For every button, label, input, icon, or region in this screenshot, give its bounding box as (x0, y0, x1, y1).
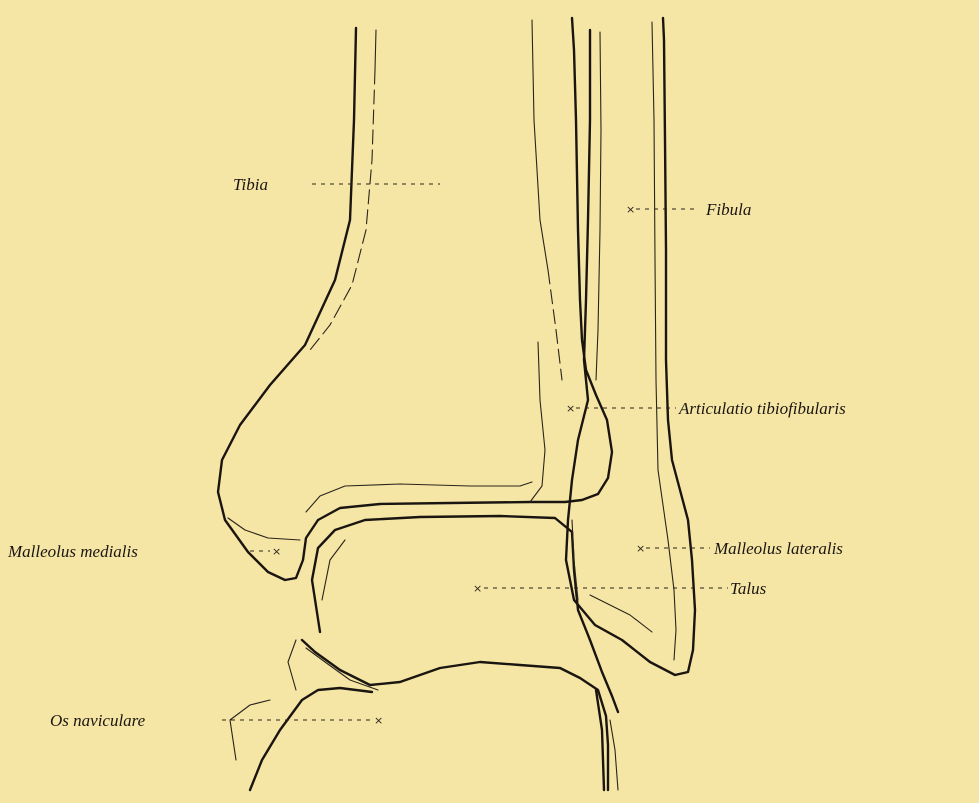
tibia-lateral-cortex-dashed (548, 270, 562, 380)
fibula-medial-edge (566, 18, 695, 675)
labels: Tibia Fibula Articulatio tibiofibularis … (7, 175, 846, 730)
fibula-inner-cortex (596, 32, 601, 380)
tibia-medial-malleolus-line (228, 518, 300, 540)
talus-neck (302, 640, 608, 790)
label-malleolus-medialis: Malleolus medialis (7, 542, 138, 561)
tibia-medial-edge (218, 18, 612, 580)
label-fibula: Fibula (705, 200, 751, 219)
label-os-naviculare: Os naviculare (50, 711, 146, 730)
os-naviculare-marker: × (374, 714, 383, 727)
talus-outline (302, 516, 618, 790)
label-talus: Talus (730, 579, 767, 598)
talus-inner-line (322, 540, 345, 600)
navicular-lower (288, 640, 296, 690)
articulatio-marker: × (566, 402, 575, 415)
tibia-lateral-cortex (532, 20, 548, 270)
label-articulatio: Articulatio tibiofibularis (678, 399, 846, 418)
tibia-inner-cortex (375, 30, 376, 70)
label-malleolus-lateralis: Malleolus lateralis (713, 539, 843, 558)
label-tibia: Tibia (233, 175, 268, 194)
fibula-outline (566, 18, 695, 675)
tibia-outline (218, 18, 612, 580)
navicular-edge (230, 700, 270, 760)
navicular-outline (230, 520, 618, 790)
tibia-inner-cortex-dashed (310, 70, 375, 350)
label-leaders: × × × × × × (222, 184, 728, 727)
fibula-marker: × (626, 203, 635, 216)
talus-marker: × (473, 582, 482, 595)
navicular-upper (250, 688, 372, 790)
malleolus-lateralis-marker: × (636, 542, 645, 555)
tibia-incisura-line (530, 342, 545, 502)
malleolus-medialis-marker: × (272, 545, 281, 558)
lower-shaft-line (610, 720, 618, 790)
